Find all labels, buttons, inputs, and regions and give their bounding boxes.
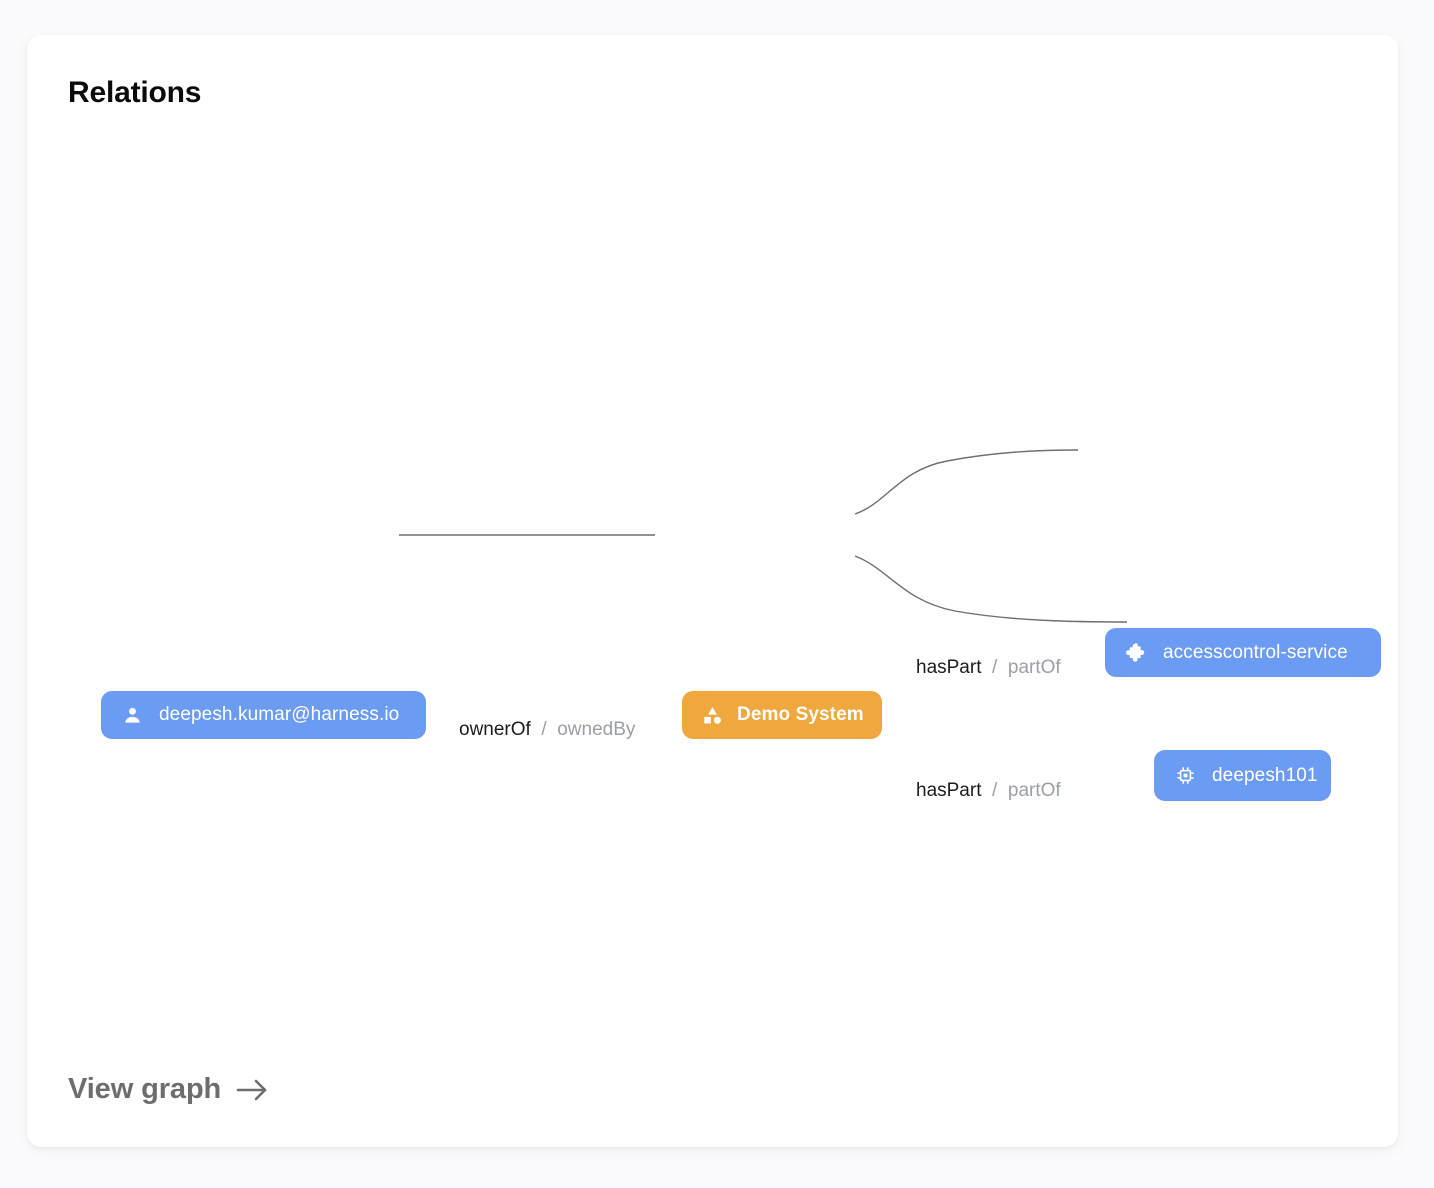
edge-label-forward: hasPart	[916, 780, 982, 801]
graph-node-user[interactable]: deepesh.kumar@harness.io	[101, 691, 426, 739]
graph-node-system-label: Demo System	[737, 704, 864, 725]
edge-haspart-resource	[854, 555, 1128, 623]
person-icon	[122, 705, 143, 726]
edge-label-ownerof: ownerOf / ownedBy	[459, 719, 635, 741]
edge-label-forward: hasPart	[916, 657, 982, 678]
chip-icon	[1175, 765, 1196, 786]
arrow-right-icon	[235, 1077, 269, 1103]
view-graph-link[interactable]: View graph	[68, 1073, 269, 1106]
graph-node-user-label: deepesh.kumar@harness.io	[159, 704, 400, 725]
graph-node-resource-label: deepesh101	[1212, 764, 1318, 786]
graph-edges	[399, 449, 1128, 623]
edge-label-forward: ownerOf	[459, 719, 531, 740]
graph-node-component[interactable]: accesscontrol-service	[1105, 628, 1381, 677]
page-title: Relations	[68, 76, 202, 109]
relations-graph[interactable]: deepesh.kumar@harness.io Demo System acc…	[27, 125, 1398, 1065]
relations-card: Relations deepesh.kumar@harness.io	[27, 35, 1398, 1147]
edge-label-reverse: partOf	[1007, 780, 1061, 801]
graph-node-system[interactable]: Demo System	[682, 691, 882, 739]
edge-label-separator: /	[986, 780, 1003, 801]
graph-node-resource[interactable]: deepesh101	[1154, 750, 1331, 801]
edge-label-separator: /	[986, 657, 1003, 678]
category-shapes-icon	[702, 705, 723, 726]
view-graph-label: View graph	[68, 1073, 222, 1105]
edge-haspart-component	[854, 449, 1079, 515]
edge-label-haspart-component: hasPart / partOf	[916, 657, 1061, 679]
edge-label-reverse: ownedBy	[557, 719, 636, 740]
edge-label-haspart-resource: hasPart / partOf	[916, 780, 1061, 802]
edge-label-separator: /	[536, 719, 552, 740]
edge-label-reverse: partOf	[1007, 657, 1061, 678]
graph-node-component-label: accesscontrol-service	[1163, 641, 1348, 663]
puzzle-piece-icon	[1126, 642, 1147, 663]
